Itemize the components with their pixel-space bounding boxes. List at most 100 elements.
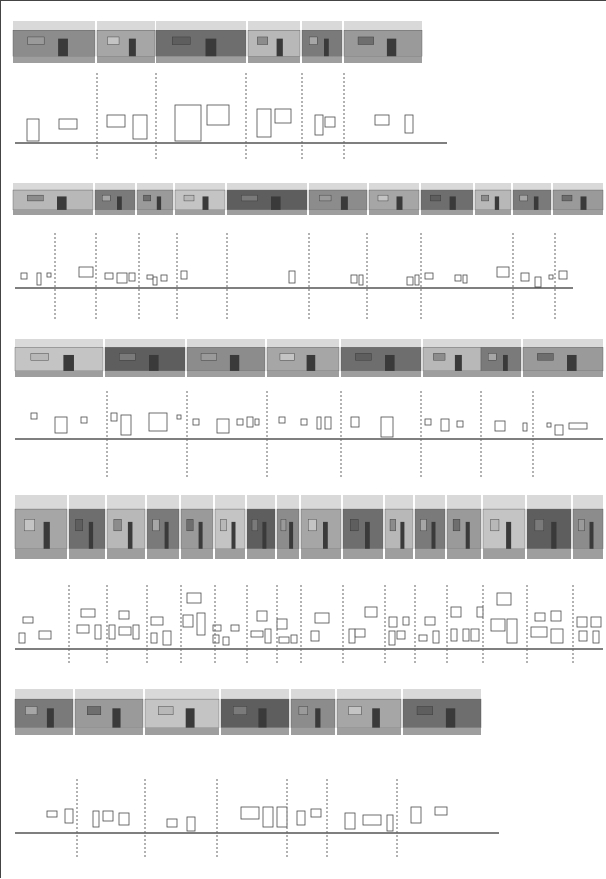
photo-wall (187, 347, 265, 371)
photo-door (385, 355, 395, 371)
photo-wall (267, 347, 339, 371)
facade-photo (423, 339, 481, 377)
photo-door (186, 708, 195, 727)
opening-outline (111, 413, 117, 421)
photo-street (145, 728, 219, 735)
elevation-drawing-2 (15, 233, 573, 319)
photo-street (247, 549, 275, 559)
photo-wall (475, 190, 511, 210)
opening-outline (109, 625, 115, 639)
photo-window (201, 353, 217, 360)
opening-outline (547, 423, 551, 427)
photo-wall (95, 190, 135, 210)
photo-street (527, 549, 571, 559)
opening-outline (213, 625, 221, 631)
photo-wall (291, 699, 335, 728)
photo-window (114, 519, 122, 531)
opening-outline (569, 423, 587, 429)
facade-photo (75, 689, 143, 735)
opening-outline (223, 637, 229, 645)
facade-photo (187, 339, 265, 377)
opening-outline (119, 627, 131, 635)
facade-photo (447, 495, 481, 559)
photo-street (415, 549, 445, 559)
photo-street (573, 549, 603, 559)
photo-strip-5 (15, 689, 481, 735)
opening-outline (415, 275, 419, 285)
photo-window (535, 519, 544, 531)
facade-photo (107, 495, 145, 559)
photo-wall (421, 190, 473, 210)
photo-window (102, 195, 110, 201)
opening-outline (59, 119, 77, 129)
photo-street (369, 210, 419, 215)
opening-outline (407, 277, 413, 285)
photo-window (309, 37, 317, 45)
opening-outline (351, 275, 357, 283)
photo-street (337, 728, 401, 735)
photo-street (481, 371, 521, 377)
photo-window (75, 519, 82, 531)
photo-door (567, 355, 577, 371)
opening-outline (441, 419, 449, 431)
photo-door (89, 522, 93, 549)
photo-window (24, 519, 34, 531)
opening-outline (507, 619, 517, 643)
photo-door (203, 196, 209, 209)
photo-wall (227, 190, 307, 210)
photo-wall (248, 30, 300, 56)
opening-outline (535, 277, 541, 287)
facade-photo (475, 183, 511, 215)
photo-window (153, 519, 159, 531)
opening-outline (579, 631, 587, 641)
photo-window (172, 37, 190, 45)
elevation-drawing-5 (15, 779, 499, 859)
opening-outline (105, 273, 113, 279)
photo-street (15, 728, 73, 735)
opening-outline (251, 631, 263, 637)
opening-outline (279, 417, 285, 423)
opening-outline (149, 413, 167, 431)
opening-outline (535, 613, 545, 621)
photo-door (44, 522, 50, 549)
opening-outline (425, 419, 431, 425)
photo-door (199, 522, 203, 549)
opening-outline (593, 631, 599, 643)
photo-door (323, 522, 328, 549)
opening-outline (419, 635, 427, 641)
photo-wall (215, 509, 245, 549)
elevation-drawing-1 (15, 73, 447, 161)
photo-door (289, 522, 293, 549)
opening-outline (257, 109, 271, 137)
opening-outline (121, 415, 131, 435)
photo-street (302, 56, 342, 63)
opening-outline (107, 115, 125, 127)
photo-wall (483, 509, 525, 549)
photo-window (308, 519, 316, 531)
photo-street (385, 549, 413, 559)
opening-outline (119, 813, 129, 825)
elevation-drawing-4 (15, 585, 603, 665)
opening-outline (81, 609, 95, 617)
opening-outline (95, 625, 101, 639)
opening-outline (289, 271, 295, 283)
facade-photo (175, 183, 225, 215)
facade-photo (13, 21, 95, 63)
facade-photo (343, 495, 383, 559)
opening-outline (577, 617, 587, 627)
opening-outline (291, 635, 297, 643)
photo-door (324, 39, 329, 57)
opening-outline (133, 115, 147, 139)
photo-door (112, 708, 120, 727)
photo-door (57, 196, 67, 209)
photo-door (262, 522, 266, 549)
facade-photo (105, 339, 185, 377)
opening-outline (187, 817, 195, 831)
facade-photo (481, 339, 521, 377)
opening-outline (47, 811, 57, 817)
opening-outline (315, 613, 329, 623)
photo-wall (447, 509, 481, 549)
photo-street (13, 210, 93, 215)
opening-outline (325, 417, 331, 429)
